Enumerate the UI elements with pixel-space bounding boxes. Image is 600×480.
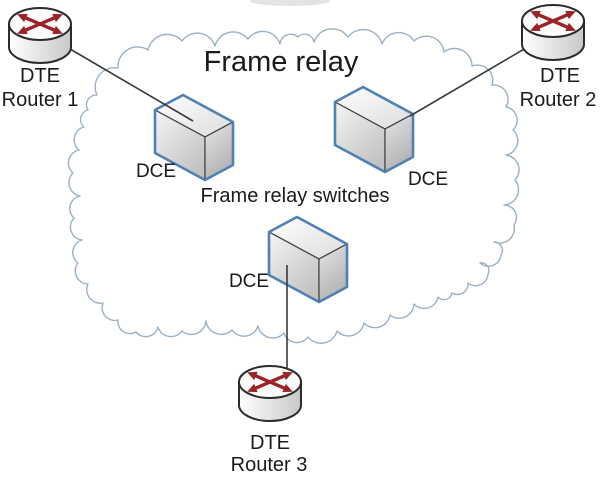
router-1-icon	[7, 6, 73, 65]
link-router1-dce	[64, 45, 194, 122]
dce-label-right: DCE	[408, 169, 448, 190]
cloud-title: Frame relay	[204, 46, 359, 78]
router-3-name: Router 3	[231, 454, 308, 476]
cloud-subtitle: Frame relay switches	[201, 185, 390, 207]
router-1-name: Router 1	[2, 89, 79, 111]
router-1-type: DTE	[20, 65, 60, 87]
router-2-name: Router 2	[520, 89, 597, 111]
router-2-type: DTE	[540, 65, 580, 87]
router-3-icon	[237, 364, 303, 423]
router-3-type: DTE	[250, 432, 290, 454]
cropped-edge-artifact	[250, 0, 330, 6]
router-2-icon	[520, 3, 586, 62]
link-router2-dce	[409, 44, 532, 117]
dce-label-left: DCE	[136, 161, 176, 182]
dce-label-center: DCE	[229, 271, 269, 292]
